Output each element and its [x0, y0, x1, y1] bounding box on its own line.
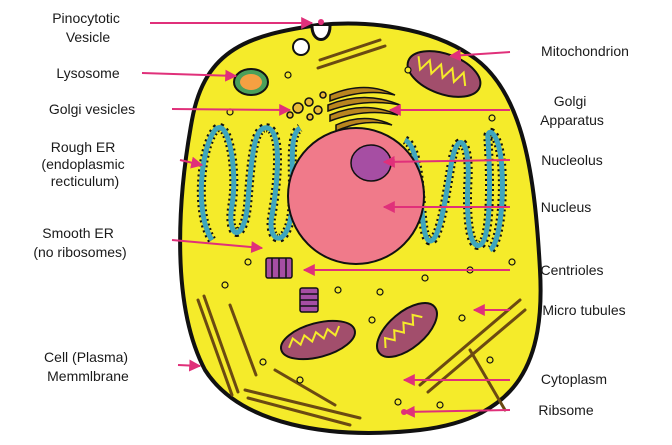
nucleus [288, 128, 424, 264]
label-cytoplasm: Cytoplasm [541, 371, 607, 387]
label-smooth-er: Smooth ER (no ribosomes) [33, 225, 126, 260]
label-ribosome: Ribsome [538, 402, 593, 418]
label-cell-membrane: Cell (Plasma) Memmlbrane [44, 349, 132, 384]
label-micro-tubules: Micro tubules [542, 302, 625, 318]
lysosome [234, 69, 268, 95]
label-mitochondrion: Mitochondrion [541, 43, 629, 59]
ribosome-marker [401, 409, 407, 415]
label-lysosome: Lysosome [56, 65, 120, 81]
label-rough-er: Rough ER (endoplasmic recticulum) [41, 139, 128, 189]
label-centrioles: Centrioles [540, 262, 603, 278]
label-golgi-vesicles: Golgi vesicles [49, 101, 135, 117]
label-golgi-apparatus: Golgi Apparatus [540, 93, 604, 128]
label-pinocytotic-vesicle: Pinocytotic Vesicle [52, 10, 124, 45]
nucleolus [351, 145, 391, 181]
label-nucleus: Nucleus [541, 199, 592, 215]
label-nucleolus: Nucleolus [541, 152, 602, 168]
